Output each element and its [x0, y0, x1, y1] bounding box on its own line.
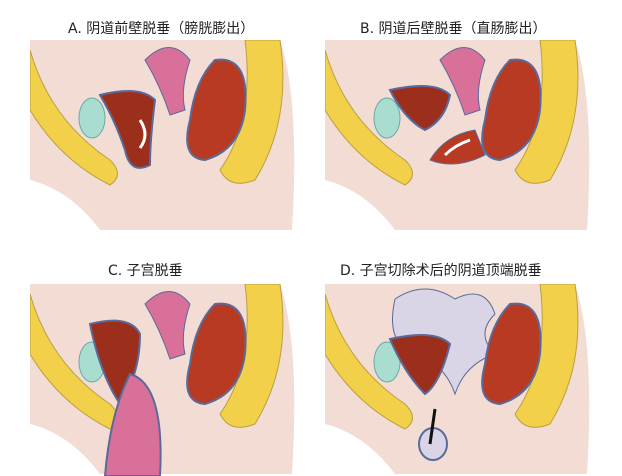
arrow — [443, 138, 471, 157]
pubic-bone — [325, 49, 413, 186]
rectum — [481, 58, 542, 162]
illustration-anterior-prolapse — [30, 40, 295, 230]
arrow — [138, 119, 147, 149]
illustration-posterior-prolapse — [325, 40, 590, 230]
arrow — [428, 408, 437, 445]
bladder — [388, 85, 452, 132]
pubic-symphysis — [373, 341, 401, 383]
illustration-uterine-prolapse — [30, 284, 295, 476]
uterus — [144, 47, 191, 116]
pubic-bone — [325, 293, 413, 430]
uterus — [439, 47, 486, 116]
caption-a: A. 阴道前壁脱垂（膀胱膨出） — [68, 21, 255, 37]
caption-c: C. 子宫脱垂 — [108, 263, 183, 279]
caption-d: D. 子宫切除术后的阴道顶端脱垂 — [340, 263, 542, 279]
prolapsed-uterus — [103, 372, 162, 476]
pubic-symphysis — [373, 97, 401, 139]
rectum — [186, 302, 247, 406]
caption-b: B. 阴道后壁脱垂（直肠膨出） — [360, 21, 547, 37]
illustration-vault-prolapse — [325, 284, 590, 474]
pubic-symphysis — [78, 97, 106, 139]
rectum — [481, 302, 542, 406]
pubic-bone — [30, 49, 118, 186]
bladder — [388, 334, 452, 396]
rectum — [186, 58, 247, 162]
uterus — [144, 291, 191, 360]
